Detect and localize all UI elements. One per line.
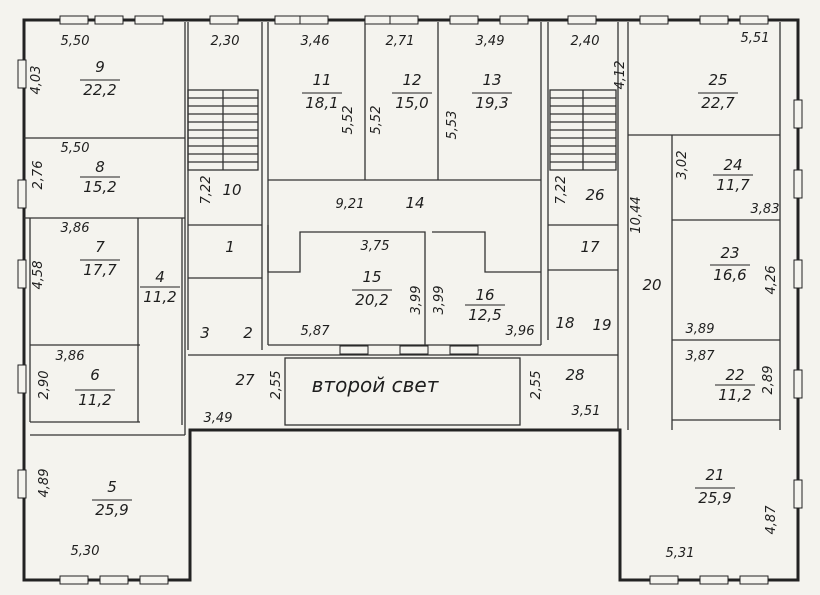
room-dimension: 3,49	[204, 411, 233, 426]
room-number: 21	[705, 466, 724, 484]
stair-left	[187, 89, 259, 171]
room-area: 17,7	[83, 261, 117, 279]
room-area: 11,7	[716, 176, 750, 194]
windows	[17, 15, 803, 585]
double-height-void	[284, 357, 521, 426]
room-dimension: 5,52	[341, 106, 356, 135]
room-number: 24	[723, 156, 742, 174]
room-dimension: 5,87	[301, 324, 331, 339]
room-dimension: 5,50	[61, 34, 90, 49]
room-number: 10	[222, 181, 241, 199]
room-dimension: 2,55	[269, 371, 284, 400]
room-area: 15,0	[395, 94, 428, 112]
room-area: 19,3	[475, 94, 508, 112]
room-area: 11,2	[718, 386, 751, 404]
room-dimension: 7,22	[554, 176, 569, 205]
void-label: второй свет	[312, 373, 440, 397]
room-dimension: 2,76	[31, 161, 46, 190]
room-number: 9	[95, 58, 105, 76]
room-dimension: 4,26	[764, 266, 779, 295]
room-area: 22,7	[701, 94, 735, 112]
room-number: 25	[708, 71, 727, 89]
room-dimension: 4,12	[613, 61, 628, 90]
room-dimension: 5,52	[369, 106, 384, 135]
room-dimension: 3,99	[409, 286, 424, 315]
room-dimension: 3,46	[301, 34, 330, 49]
room-dimension: 3,86	[56, 349, 85, 364]
room-dimension: 3,87	[686, 349, 716, 364]
room-number: 1	[225, 238, 235, 256]
room-number: 6	[90, 366, 100, 384]
room-number: 17	[580, 238, 600, 256]
room-number: 26	[585, 186, 604, 204]
room-number: 8	[95, 158, 105, 176]
room-dimension: 5,30	[71, 544, 100, 559]
room-dimension: 4,58	[31, 261, 46, 290]
room-dimension: 2,55	[529, 371, 544, 400]
room-dimension: 3,83	[751, 202, 780, 217]
room-dimension: 5,31	[666, 546, 695, 561]
room-number: 4	[155, 268, 165, 286]
room-area: 22,2	[83, 81, 116, 99]
room-dimension: 5,50	[61, 141, 90, 156]
room-dimension: 4,89	[37, 469, 52, 498]
room-area: 11,2	[143, 288, 176, 306]
room-dimension: 3,51	[572, 404, 601, 419]
room-number: 11	[312, 71, 331, 89]
room-dimension: 5,53	[445, 111, 460, 140]
room-area: 16,6	[713, 266, 746, 284]
room-number: 2	[243, 324, 253, 342]
room-dimension: 3,02	[675, 151, 690, 180]
stair-right	[549, 89, 617, 171]
room-dimension: 3,86	[61, 221, 90, 236]
room-area: 11,2	[78, 391, 111, 409]
room-dimension: 2,90	[37, 371, 52, 400]
room-area: 15,2	[83, 178, 116, 196]
room-dimension: 3,99	[432, 286, 447, 315]
room-number: 28	[565, 366, 584, 384]
room-dimension: 2,30	[211, 34, 240, 49]
room-dimension: 4,87	[764, 505, 779, 535]
room-number: 13	[482, 71, 501, 89]
room-number: 12	[402, 71, 421, 89]
room-dimension: 7,22	[199, 176, 214, 205]
room-number: 27	[235, 371, 255, 389]
room-number: 16	[475, 286, 494, 304]
room-dimension: 3,75	[361, 239, 390, 254]
room-area: 20,2	[355, 291, 388, 309]
room-number: 5	[107, 478, 117, 496]
room-dimension: 4,03	[29, 66, 44, 95]
room-dimension: 3,49	[476, 34, 505, 49]
room-dimension: 2,40	[571, 34, 600, 49]
room-dimension: 3,89	[686, 322, 715, 337]
room-area: 12,5	[468, 306, 501, 324]
room-number: 20	[642, 276, 661, 294]
room-dimension: 2,71	[386, 34, 415, 49]
room-dimension: 10,44	[629, 196, 644, 233]
room-dimension: 9,21	[336, 197, 365, 212]
room-area: 18,1	[305, 94, 338, 112]
room-labels: 9 22,2 5,50 4,03 8 15,2 5,50 2,76 7 17,7 3,86 4,58 6…	[29, 31, 779, 561]
room-number: 14	[405, 194, 424, 212]
room-number: 3	[200, 324, 210, 342]
room-area: 25,9	[95, 501, 128, 519]
room-number: 23	[720, 244, 739, 262]
room-number: 19	[592, 316, 611, 334]
room-dimension: 3,96	[506, 324, 535, 339]
room-number: 18	[555, 314, 574, 332]
room-number: 7	[95, 238, 105, 256]
room-dimension: 5,51	[741, 31, 770, 46]
room-number: 15	[362, 268, 381, 286]
room-area: 25,9	[698, 489, 731, 507]
room-number: 22	[725, 366, 744, 384]
room-dimension: 2,89	[761, 366, 776, 395]
